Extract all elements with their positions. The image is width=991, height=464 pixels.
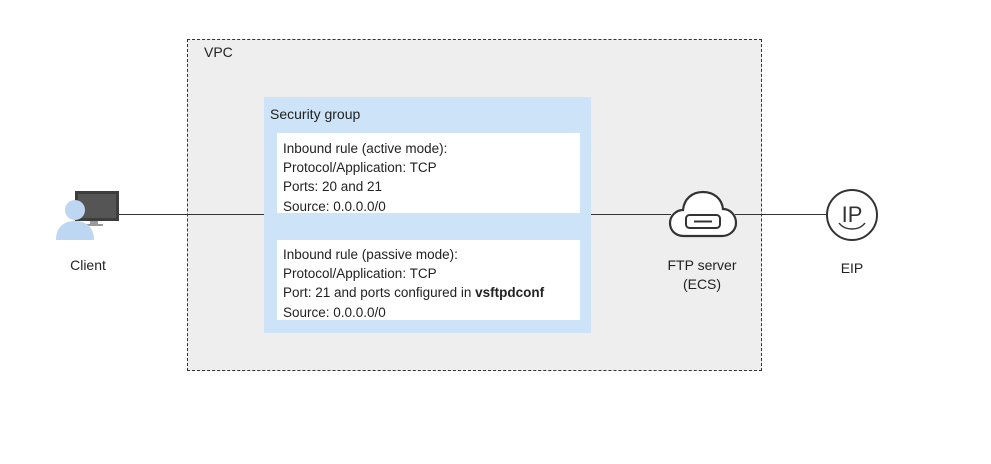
ftp-to-eip-line [735,214,827,215]
rule-protocol: Protocol/Application: TCP [283,266,437,282]
rule-protocol: Protocol/Application: TCP [283,160,437,176]
cloud-server-icon [668,190,738,238]
rule-title: Inbound rule (passive mode): [283,247,458,262]
rule-source: Source: 0.0.0.0/0 [283,304,386,320]
rule-ports-config-file: vsftpdconf [475,285,545,301]
ftp-server-label: FTP server (ECS) [650,256,754,294]
rule-source: Source: 0.0.0.0/0 [283,198,386,214]
eip-label: EIP [840,260,864,276]
inbound-rule-passive: Inbound rule (passive mode): Protocol/Ap… [277,240,580,320]
client-to-sg-line [118,214,264,215]
rule-title: Inbound rule (active mode): [283,141,448,156]
sg-to-ftp-line [591,214,671,215]
inbound-rule-active: Inbound rule (active mode): Protocol/App… [277,133,580,214]
ftp-server-label-line1: FTP server [667,257,737,273]
client-label: Client [70,257,106,273]
ftp-server-label-line2: (ECS) [682,276,722,292]
client-user-icon [56,191,119,240]
ip-icon-text: IP [842,202,863,227]
security-group-label: Security group [270,106,361,122]
rule-ports-text: Port: 21 and ports configured in [283,285,476,301]
vpc-label: VPC [204,44,233,60]
rule-ports: Ports: 20 and 21 [283,179,383,195]
rule-ports: Port: 21 and ports configured in vsftpdc… [283,283,580,302]
ip-icon: IP [826,189,878,241]
